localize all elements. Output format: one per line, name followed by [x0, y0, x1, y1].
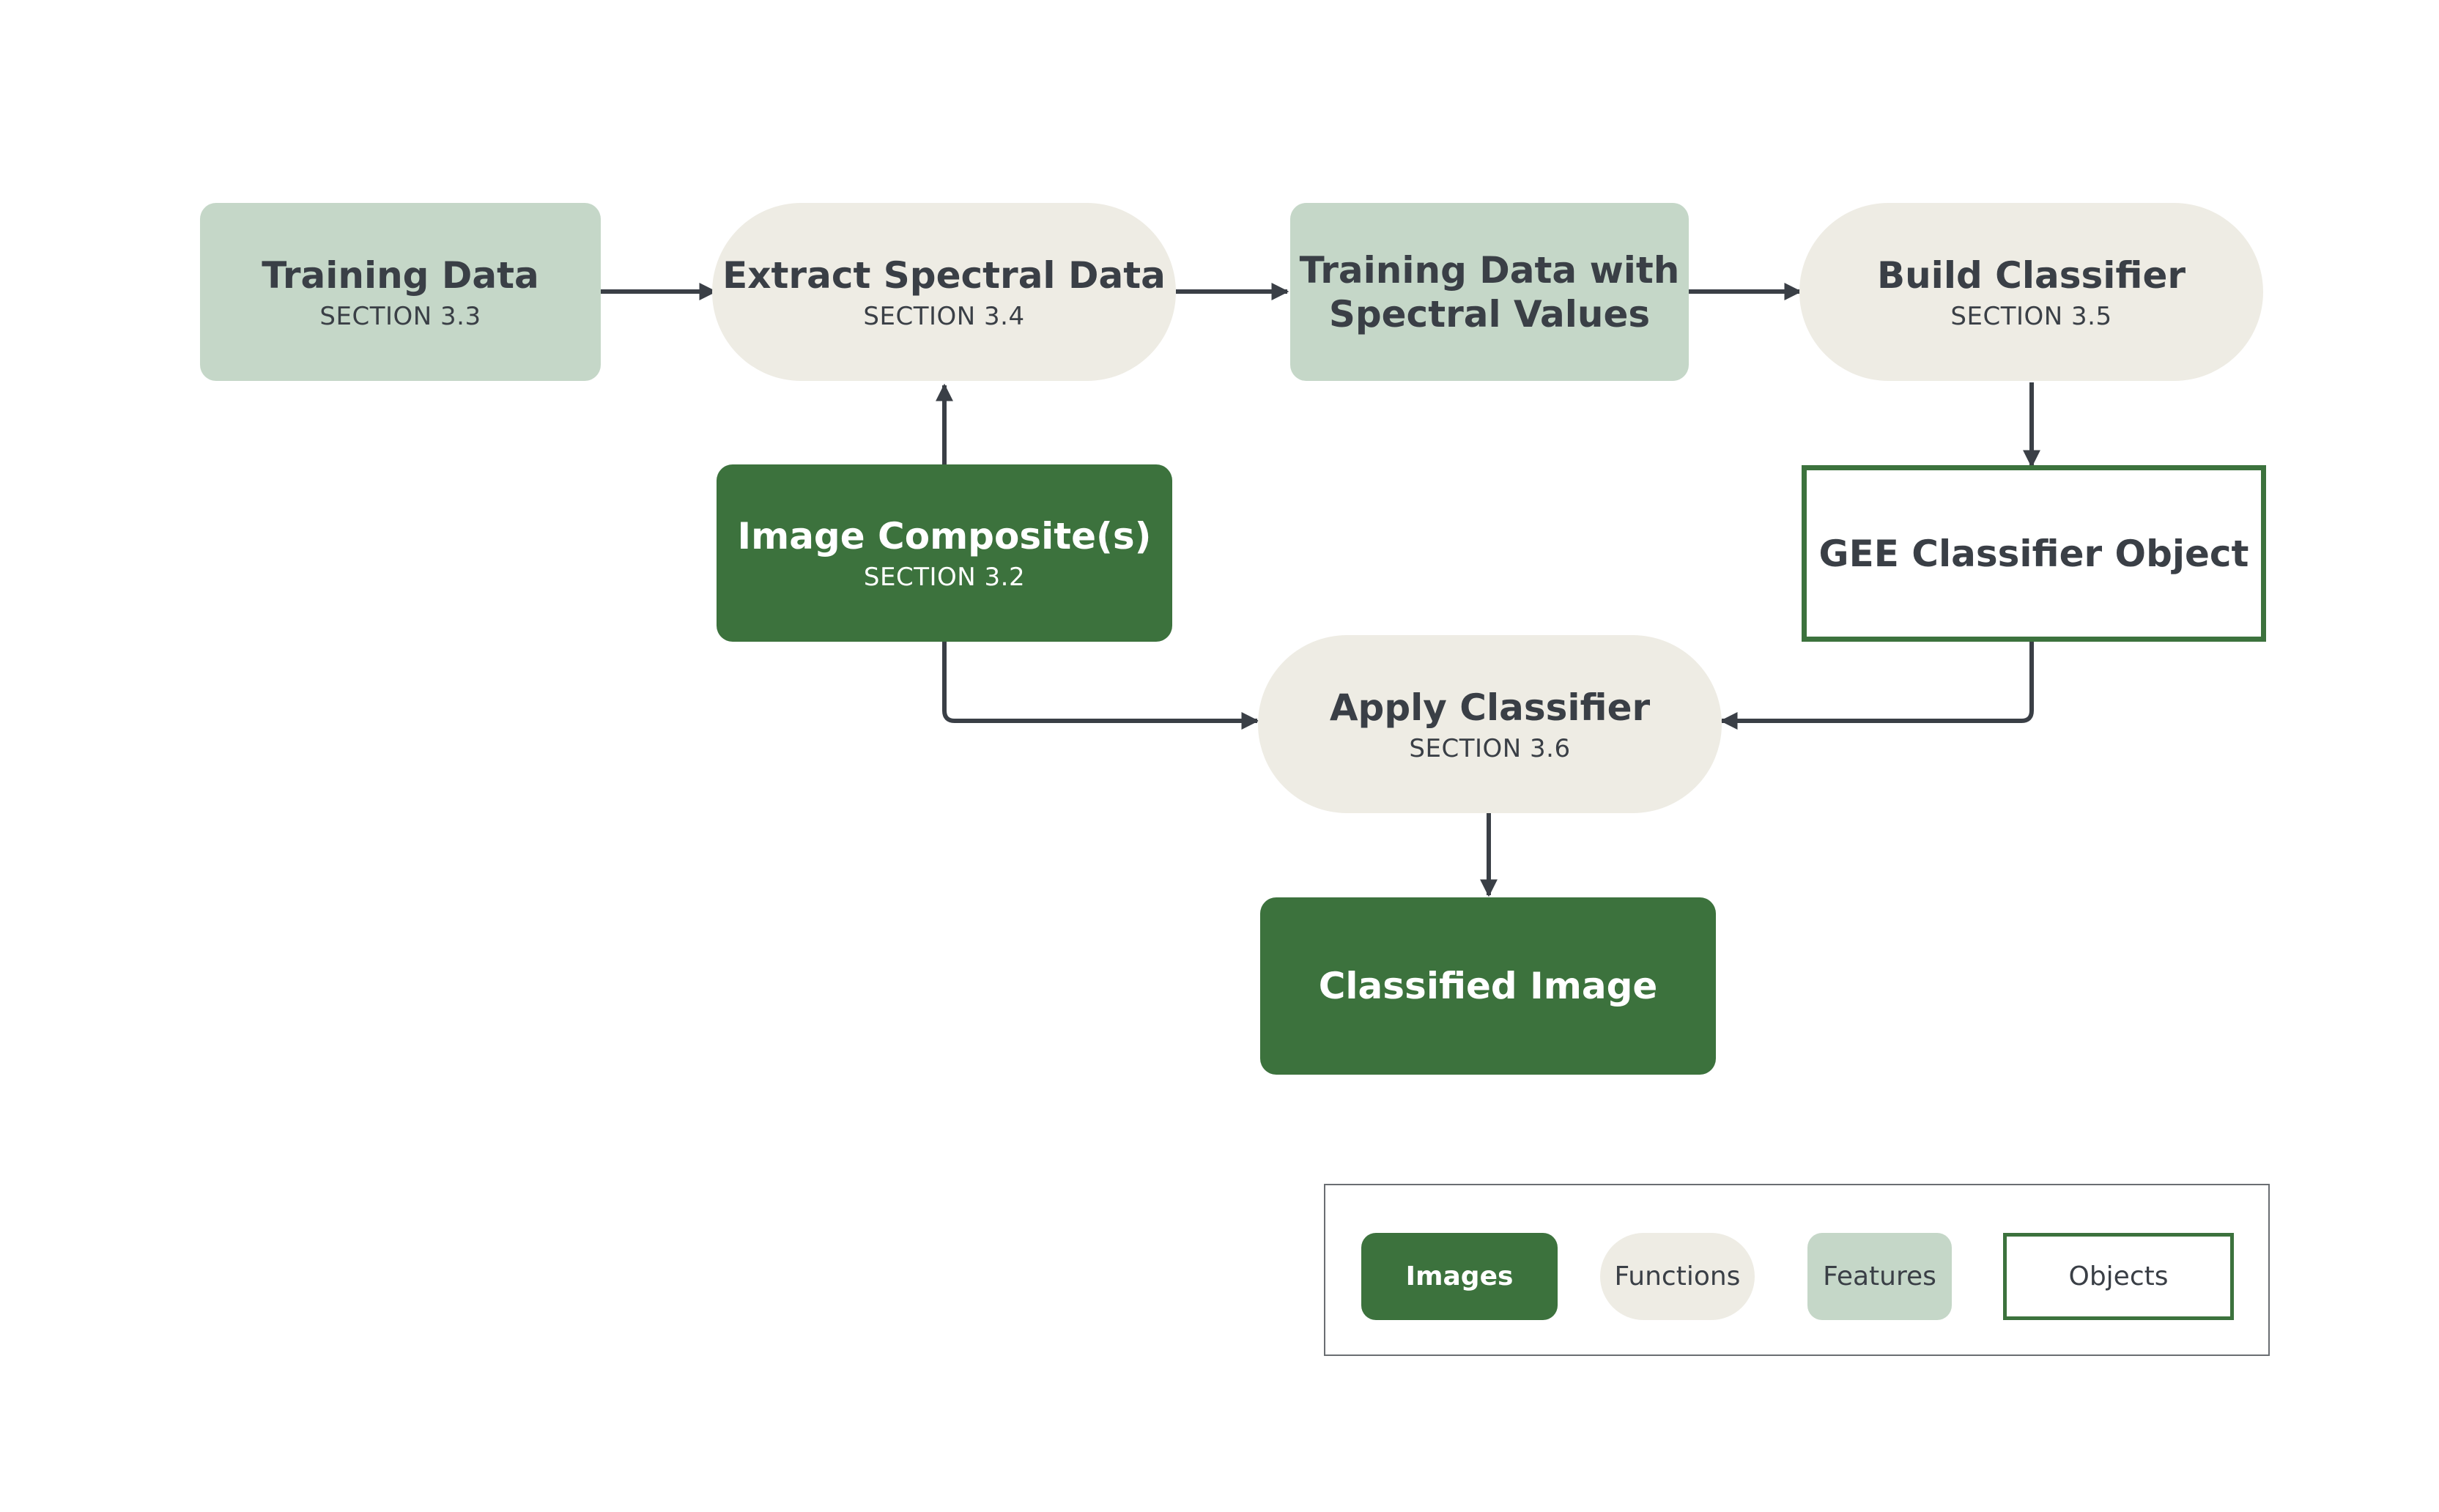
- node-extract-spectral-data: Extract Spectral Data SECTION 3.4: [712, 203, 1176, 381]
- legend-images: Images: [1361, 1233, 1558, 1320]
- legend-features: Features: [1807, 1233, 1952, 1320]
- node-training-data-title: Training Data: [262, 253, 539, 297]
- node-build-classifier: Build Classifier SECTION 3.5: [1799, 203, 2263, 381]
- node-training-data-spectral-values-line2: Spectral Values: [1328, 292, 1651, 336]
- node-apply-classifier-title: Apply Classifier: [1329, 686, 1651, 729]
- node-image-composites-title: Image Composite(s): [737, 515, 1152, 557]
- node-image-composites-section: SECTION 3.2: [863, 563, 1026, 592]
- node-gee-classifier-object: GEE Classifier Object: [1802, 465, 2266, 642]
- node-extract-spectral-data-title: Extract Spectral Data: [722, 253, 1166, 297]
- node-apply-classifier: Apply Classifier SECTION 3.6: [1258, 635, 1722, 813]
- node-training-data: Training Data SECTION 3.3: [200, 203, 601, 381]
- node-build-classifier-section: SECTION 3.5: [1950, 301, 2112, 331]
- legend: Images Functions Features Objects: [1324, 1184, 2270, 1356]
- node-apply-classifier-section: SECTION 3.6: [1409, 733, 1571, 763]
- node-training-data-spectral-values-line1: Training Data with: [1299, 248, 1680, 292]
- node-build-classifier-title: Build Classifier: [1876, 253, 2186, 297]
- node-image-composites: Image Composite(s) SECTION 3.2: [717, 464, 1172, 642]
- node-training-data-spectral-values: Training Data with Spectral Values: [1290, 203, 1689, 381]
- node-gee-classifier-object-title: GEE Classifier Object: [1818, 532, 2249, 575]
- arrow-composite-to-apply: [942, 642, 1259, 730]
- arrow-gee-object-to-apply: [1720, 642, 2034, 730]
- node-training-data-section: SECTION 3.3: [319, 301, 481, 331]
- node-classified-image-title: Classified Image: [1318, 965, 1658, 1007]
- node-classified-image: Classified Image: [1260, 897, 1716, 1075]
- legend-objects: Objects: [2003, 1233, 2234, 1320]
- node-extract-spectral-data-section: SECTION 3.4: [863, 301, 1025, 331]
- legend-functions: Functions: [1600, 1233, 1755, 1320]
